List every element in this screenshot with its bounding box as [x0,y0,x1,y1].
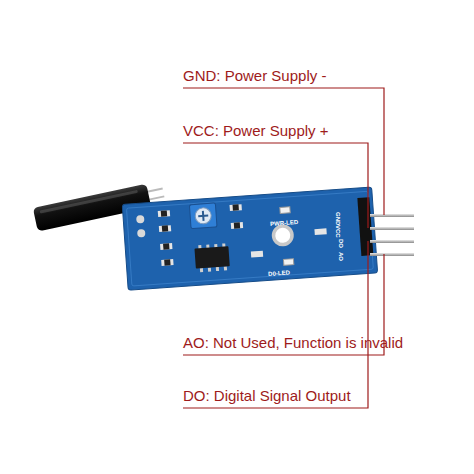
circuit-board [122,187,377,290]
pin-callout: AO: Not Used, Function is invalid [183,335,403,350]
pin-callout: VCC: Power Supply + [183,123,328,138]
pin-callout: DO: Digital Signal Output [183,388,351,403]
leader-line [183,88,384,408]
silkscreen-label: D0-LED [268,269,290,276]
pin-name: AO [338,252,344,261]
pin-name: DO [338,239,344,248]
pin-name: VCC [335,225,341,238]
silkscreen-label: PWR-LED [270,219,298,227]
pin-callout: GND: Power Supply - [183,68,326,83]
header-pins [370,214,414,256]
pin-name: GND [335,212,341,225]
